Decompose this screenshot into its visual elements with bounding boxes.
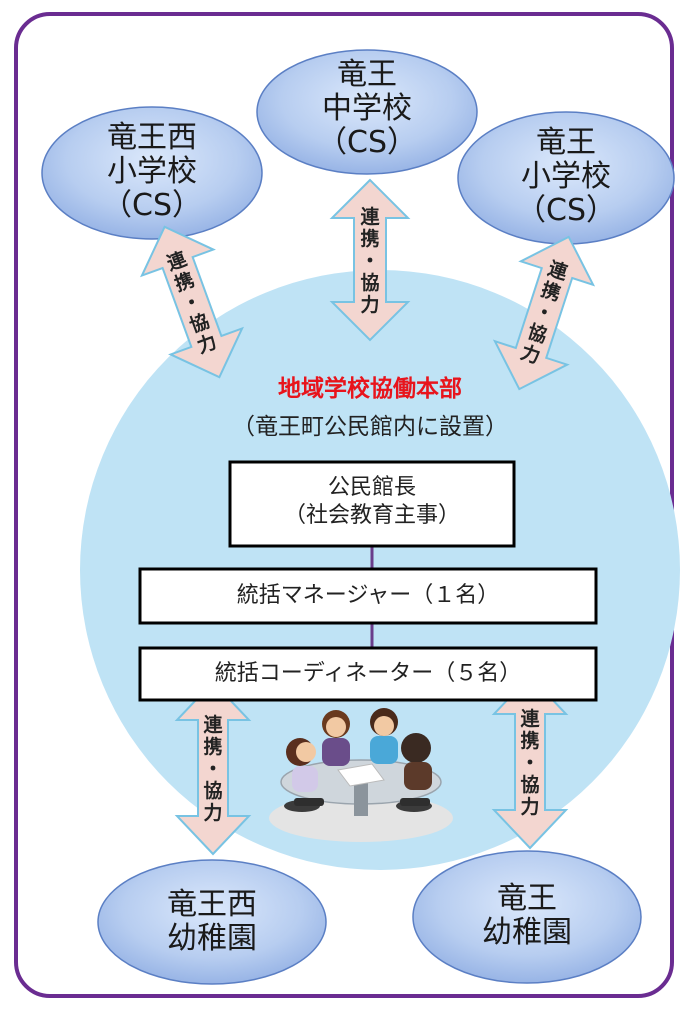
arrow-label-kindergarten: 連携・協力 [520, 708, 540, 818]
arrow-nishi-kindergarten [174, 680, 252, 856]
manager-label: 統括マネージャー（１名） [236, 583, 500, 608]
ellipse-ryuo-nishi-elementary [41, 106, 263, 240]
arrow-nishi-elementary [140, 225, 244, 379]
coordinator-label: 統括コーディネーター（５名） [214, 661, 522, 686]
meeting-illustration [269, 708, 453, 842]
arrow-kindergarten [491, 674, 569, 850]
ellipse-ryuo-junior-high [256, 49, 478, 175]
ellipse-ryuo-nishi-kindergarten [97, 859, 327, 985]
arrow-label-nishi-kindergarten: 連携・協力 [203, 714, 223, 824]
ellipse-ryuo-kindergarten [412, 850, 642, 984]
arrow-elementary [492, 235, 596, 391]
manager-box [138, 567, 598, 625]
kindergarten-label-ryuo-nishi: 竜王西 幼稚園 [167, 887, 257, 956]
arrow-junior-high [329, 178, 411, 342]
school-label-ryuo-junior-high: 竜王 中学校 （CS） [317, 57, 417, 160]
arrow-label-junior-high: 連携・協力 [360, 206, 380, 316]
kindergarten-label-ryuo: 竜王 幼稚園 [482, 881, 572, 950]
headquarters-title: 地域学校協働本部 [278, 376, 462, 402]
director-label: 公民館長 （社会教育主事） [283, 475, 460, 528]
school-label-ryuo-nishi-elementary: 竜王西 小学校 （CS） [102, 120, 202, 223]
director-box [228, 460, 516, 548]
coordinator-box [138, 646, 598, 702]
school-label-ryuo-elementary: 竜王 小学校 （CS） [516, 125, 616, 228]
headquarters-subtitle: （竜王町公民館内に設置） [232, 414, 508, 440]
